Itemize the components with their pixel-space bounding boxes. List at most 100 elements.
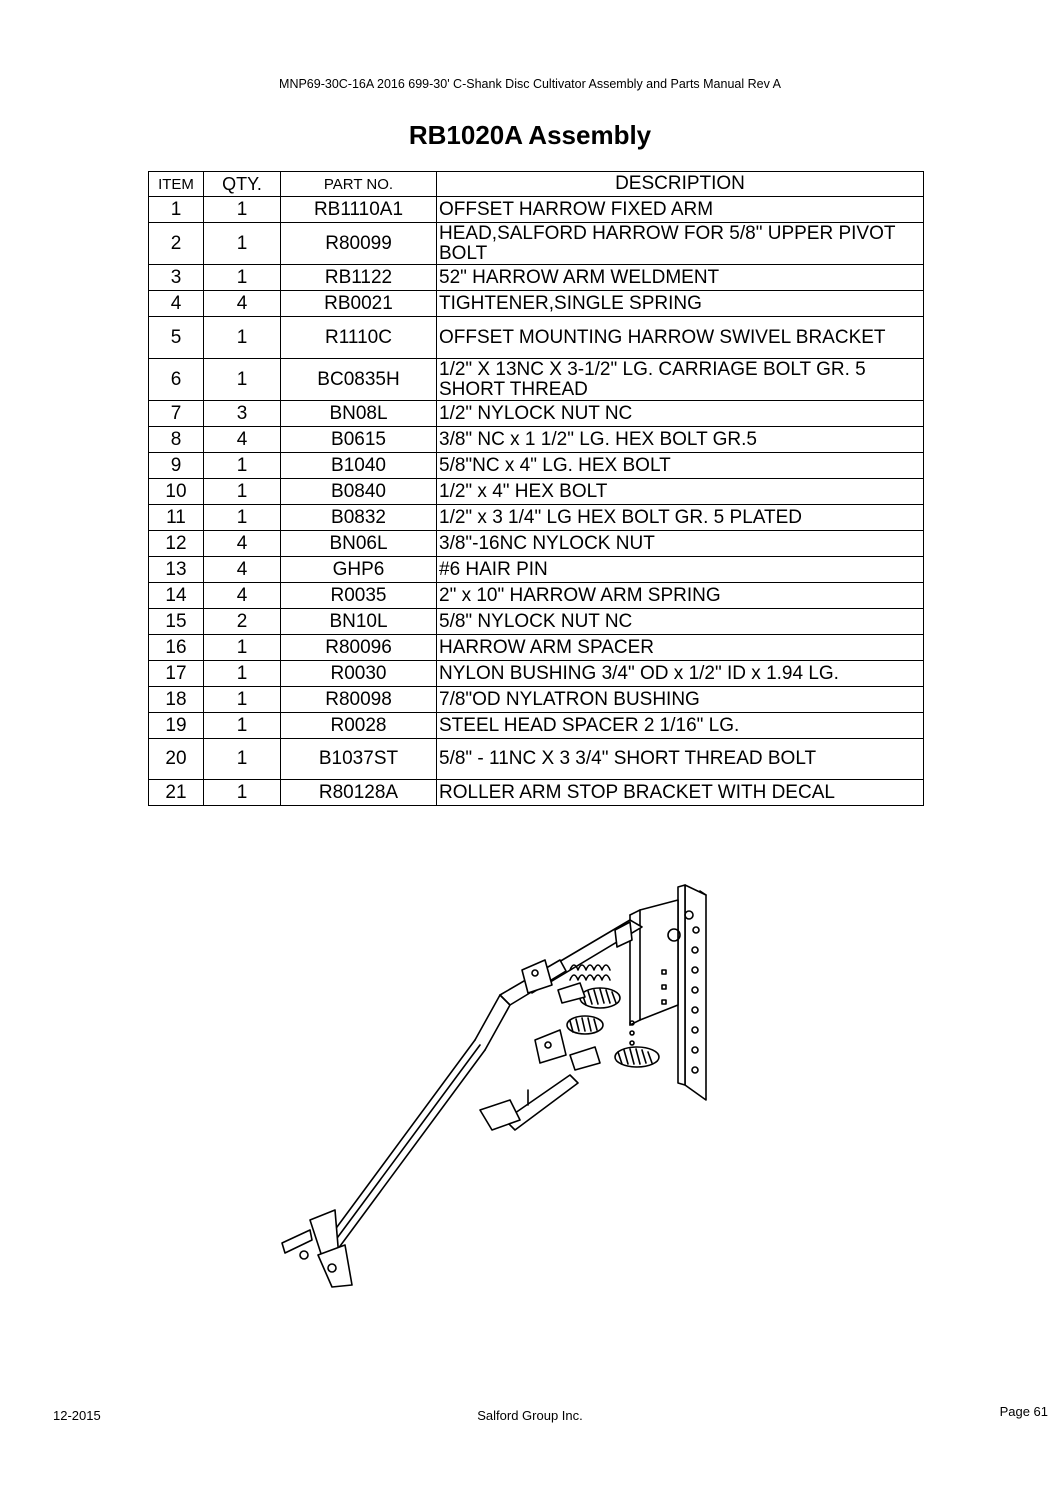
description-cell: 1/2" x 3 1/4" LG HEX BOLT GR. 5 PLATED: [436, 504, 924, 531]
qty-cell: 1: [203, 686, 281, 713]
qty-cell: 1: [203, 452, 281, 479]
description-cell: NYLON BUSHING 3/4" OD x 1/2" ID x 1.94 L…: [436, 660, 924, 687]
description-cell: STEEL HEAD SPACER 2 1/16" LG.: [436, 712, 924, 739]
assembly-diagram: [281, 884, 707, 1288]
footer-page-number: Page 61: [999, 1404, 1048, 1419]
part-no-cell: R0028: [280, 712, 437, 739]
part-no-cell: BN06L: [280, 530, 437, 557]
page-title: RB1020A Assembly: [408, 120, 652, 150]
header-qty: QTY.: [203, 171, 281, 197]
part-no-cell: R0030: [280, 660, 437, 687]
item-cell: 15: [148, 608, 204, 635]
qty-cell: 1: [203, 660, 281, 687]
swivel-bracket: [629, 899, 681, 1056]
description-cell: 5/8" - 11NC X 3 3/4" SHORT THREAD BOLT: [436, 738, 924, 780]
item-cell: 17: [148, 660, 204, 687]
item-cell: 3: [148, 264, 204, 291]
description-cell: 5/8"NC x 4" LG. HEX BOLT: [436, 452, 924, 479]
qty-cell: 1: [203, 196, 281, 223]
qty-cell: 4: [203, 556, 281, 583]
qty-cell: 1: [203, 779, 281, 806]
description-cell: 52" HARROW ARM WELDMENT: [436, 264, 924, 291]
qty-cell: 1: [203, 478, 281, 505]
item-cell: 12: [148, 530, 204, 557]
item-cell: 21: [148, 779, 204, 806]
header-item: ITEM: [148, 171, 204, 197]
description-cell: 7/8"OD NYLATRON BUSHING: [436, 686, 924, 713]
qty-cell: 4: [203, 290, 281, 317]
description-cell: 3/8" NC x 1 1/2" LG. HEX BOLT GR.5: [436, 426, 924, 453]
qty-cell: 1: [203, 504, 281, 531]
item-cell: 8: [148, 426, 204, 453]
qty-cell: 1: [203, 316, 281, 359]
part-no-cell: B0832: [280, 504, 437, 531]
item-cell: 9: [148, 452, 204, 479]
item-cell: 14: [148, 582, 204, 609]
part-no-cell: GHP6: [280, 556, 437, 583]
footer-date: 12-2015: [53, 1408, 101, 1423]
item-cell: 1: [148, 196, 204, 223]
mounting-plate: [677, 884, 707, 1101]
part-no-cell: R80098: [280, 686, 437, 713]
manual-header: MNP69-30C-16A 2016 699-30' C-Shank Disc …: [279, 77, 781, 91]
item-cell: 7: [148, 400, 204, 427]
part-no-cell: R80096: [280, 634, 437, 661]
spring-lower-right: [614, 1046, 660, 1068]
item-cell: 18: [148, 686, 204, 713]
description-cell: HARROW ARM SPACER: [436, 634, 924, 661]
arm-head: [281, 1209, 353, 1288]
description-cell: 1/2" NYLOCK NUT NC: [436, 400, 924, 427]
item-cell: 19: [148, 712, 204, 739]
item-cell: 11: [148, 504, 204, 531]
item-cell: 6: [148, 358, 204, 401]
description-cell: ROLLER ARM STOP BRACKET WITH DECAL: [436, 779, 924, 806]
header-description: DESCRIPTION: [436, 171, 924, 197]
part-no-cell: RB1122: [280, 264, 437, 291]
description-cell: 2" x 10" HARROW ARM SPRING: [436, 582, 924, 609]
description-cell: OFFSET HARROW FIXED ARM: [436, 196, 924, 223]
tightener-upper: [521, 959, 586, 1004]
item-cell: 5: [148, 316, 204, 359]
qty-cell: 4: [203, 530, 281, 557]
description-cell: HEAD,SALFORD HARROW FOR 5/8" UPPER PIVOT…: [436, 222, 924, 265]
item-cell: 16: [148, 634, 204, 661]
description-cell: #6 HAIR PIN: [436, 556, 924, 583]
qty-cell: 1: [203, 712, 281, 739]
description-cell: 1/2" x 4" HEX BOLT: [436, 478, 924, 505]
description-cell: 3/8"-16NC NYLOCK NUT: [436, 530, 924, 557]
item-cell: 10: [148, 478, 204, 505]
footer-company: Salford Group Inc.: [477, 1408, 583, 1423]
item-cell: 20: [148, 738, 204, 780]
part-no-cell: R80128A: [280, 779, 437, 806]
tightener-lower: [534, 1029, 601, 1071]
part-no-cell: BN08L: [280, 400, 437, 427]
spring-upper-right: [579, 987, 621, 1009]
item-cell: 13: [148, 556, 204, 583]
part-no-cell: RB1110A1: [280, 196, 437, 223]
qty-cell: 1: [203, 358, 281, 401]
qty-cell: 1: [203, 222, 281, 265]
qty-cell: 2: [203, 608, 281, 635]
item-cell: 4: [148, 290, 204, 317]
part-no-cell: B0615: [280, 426, 437, 453]
part-no-cell: R80099: [280, 222, 437, 265]
spring-upper-left: [569, 964, 611, 981]
part-no-cell: BN10L: [280, 608, 437, 635]
lower-arm: [479, 1074, 579, 1131]
item-cell: 2: [148, 222, 204, 265]
